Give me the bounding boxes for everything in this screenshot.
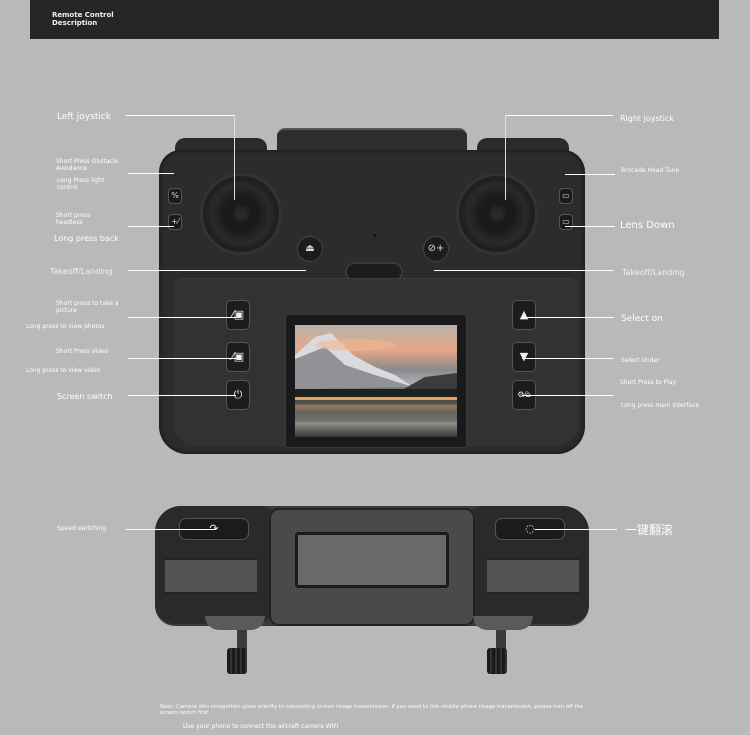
right-joystick[interactable] [459,176,535,252]
obstacle-icon: % [171,191,179,200]
label-obstacle-short: Short Press Obstacle Avoidance [56,158,119,172]
head-tune-button[interactable]: ▭ [559,188,573,204]
label-play-short: Short Press to Play [620,379,677,386]
label-flip: 一键翻滚 [625,523,674,537]
gimbal-plus-icon: ⊘+ [427,243,445,254]
obstacle-light-button[interactable]: % [168,188,182,204]
headless-back-button[interactable]: +⁄ [168,214,182,230]
label-video-short: Short Press Video [56,348,109,355]
label-headless-short: Short press headless [56,212,91,226]
leader-line [128,358,236,359]
leader-line [522,317,614,318]
leader-line [128,317,236,318]
arrow-up-icon: ▲ [519,308,529,321]
microphone-hole [373,234,376,237]
leader-line [128,270,306,271]
remote-top-view: ↷ ◌ [155,498,589,682]
header-title: Remote Control Description [52,11,114,27]
label-speed-switching: Speed switching [57,525,107,532]
label-video-long: Long press to view video [26,367,101,374]
leader-line [126,529,216,530]
right-antenna-stem [496,630,506,650]
remote-body: % +⁄ ▭ ▭ ⏏ ⊘+ ⁄▣ ⁄▣ ⏻ ▲ ▼ ⚙⁄⌂ [159,150,585,454]
leader-line [522,358,614,359]
takeoff-landing-left-button[interactable]: ⏏ [297,236,323,262]
right-antenna-knob[interactable] [487,648,507,674]
left-joystick[interactable] [203,176,279,252]
header-bar: Remote Control Description [30,0,719,39]
display-frame [285,314,467,448]
leader-line [565,226,615,227]
takeoff-icon: ⏏ [305,243,315,254]
wifi-instruction: Use your phone to connect the aircraft c… [183,723,339,730]
arrow-down-icon: ▼ [519,350,529,363]
right-side-panel [487,558,579,594]
camera-icon: ⁄▣ [231,308,245,321]
label-head-tune: Brocade Head Tune [621,167,680,174]
left-antenna-knob[interactable] [227,648,247,674]
speed-gauge-icon: ↷ [209,522,218,535]
display-screen [295,325,457,437]
label-right-joystick: Right joystick [620,114,675,123]
video-icon: ⁄▣ [231,350,245,363]
leader-line [522,395,614,396]
leader-line [505,115,613,116]
label-takeoff-right: Takeoff/Landing [622,268,685,277]
label-photos-long: Long press to view photos [26,323,105,330]
label-select-on: Select on [621,314,663,324]
left-side-panel [165,558,257,594]
label-picture-short: Short press to take a picture [56,300,119,314]
leader-line [565,174,615,175]
label-select-under: Select Under [621,357,660,364]
label-back-long: Long press back [54,234,119,243]
leader-line [505,115,506,200]
left-antenna-stem [237,630,247,650]
video-button[interactable]: ⁄▣ [226,342,250,372]
remote-front-view: % +⁄ ▭ ▭ ⏏ ⊘+ ⁄▣ ⁄▣ ⏻ ▲ ▼ ⚙⁄⌂ [155,128,589,454]
takeoff-landing-right-button[interactable]: ⊘+ [423,236,449,262]
select-down-button[interactable]: ▼ [512,342,536,372]
note-text: Note: Camera skin recognition gives prio… [160,704,584,716]
leader-line [128,173,174,174]
mountain-landscape-image [295,333,457,422]
label-lens-down: Lens Down [620,220,675,231]
leader-line [128,395,236,396]
gimbal-down-icon: ▭ [562,217,570,226]
leader-line [434,270,614,271]
label-left-joystick: Left joystick [57,112,112,122]
phone-holder-panel [295,532,449,588]
leader-line [234,115,235,200]
leader-line [128,226,174,227]
select-up-button[interactable]: ▲ [512,300,536,330]
settings-home-icon: ⚙⁄⌂ [517,390,531,399]
gimbal-up-icon: ▭ [562,191,570,200]
label-screen-switch: Screen switch [57,392,113,401]
flip-rotate-icon: ◌ [525,522,535,535]
label-takeoff-left: Takeoff/Landing [50,267,113,276]
photo-button[interactable]: ⁄▣ [226,300,250,330]
power-icon: ⏻ [233,388,243,401]
right-antenna-base [473,616,533,630]
label-main-long: Long press main interface [621,402,700,409]
label-light-long: Long Press light control [57,177,105,191]
center-bracket [269,508,475,626]
lens-down-button[interactable]: ▭ [559,214,573,230]
leader-line [126,115,234,116]
left-antenna-base [205,616,265,630]
headless-icon: +⁄ [170,217,180,226]
leader-line [535,529,617,530]
